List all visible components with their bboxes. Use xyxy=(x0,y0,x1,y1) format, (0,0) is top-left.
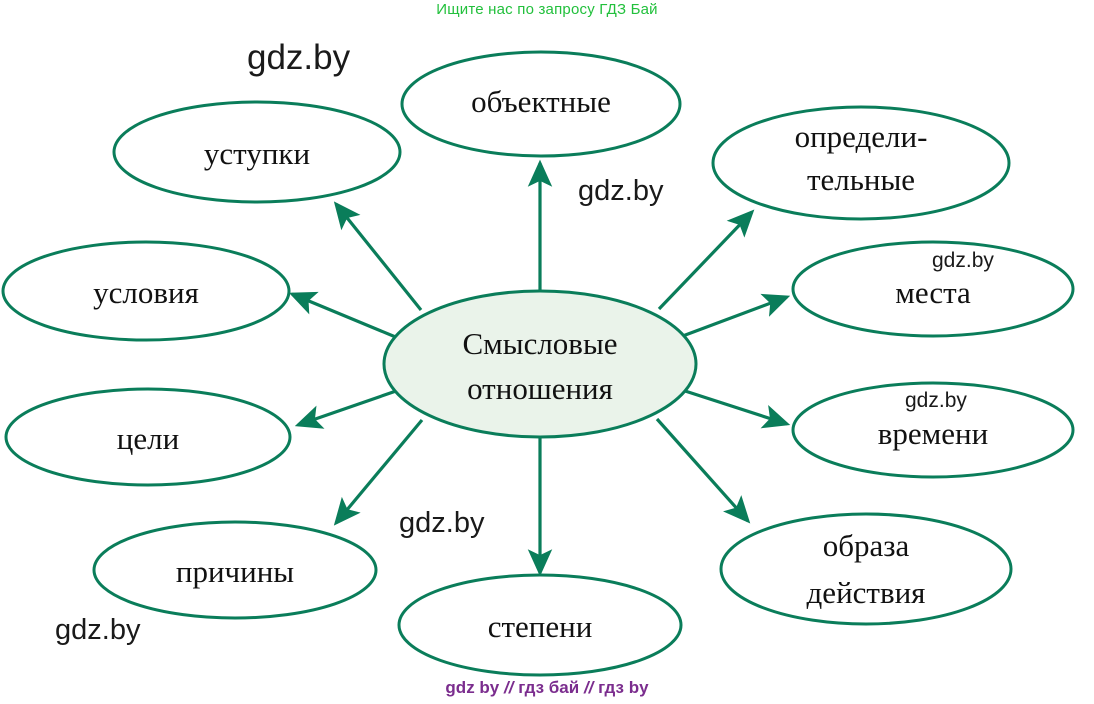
arrow-to-usloviya xyxy=(288,291,399,340)
node-mesta-label: места xyxy=(895,275,971,310)
watermark-mesta: gdz.by xyxy=(932,249,994,272)
node-opredelitelnye-label-line2: тельные xyxy=(807,162,915,197)
node-ustupki-label: уступки xyxy=(204,136,310,171)
node-obraza-label-line2: действия xyxy=(807,575,926,610)
node-stepeni-label: степени xyxy=(488,609,593,644)
node-opredelitelnye-label-line1: определи- xyxy=(795,119,928,154)
bottom-banner-left: gdz by xyxy=(445,678,500,697)
node-obraza-deystviya[interactable]: образа действия xyxy=(719,512,1013,626)
arrow-to-obraza xyxy=(655,417,751,524)
center-label-line2: отношения xyxy=(467,371,613,406)
arrow-to-opredelitelnye xyxy=(657,209,755,311)
node-opredelitelnye[interactable]: определи- тельные xyxy=(711,105,1011,221)
watermark-bottom-left: gdz.by xyxy=(55,614,141,646)
arrow-to-mesta xyxy=(679,293,791,339)
node-center[interactable]: Смысловые отношения xyxy=(382,289,698,439)
watermark-vremeni: gdz.by xyxy=(905,389,967,412)
top-banner-text: Ищите нас по запросу ГДЗ Бай xyxy=(436,1,658,18)
arrow-to-celi xyxy=(294,388,400,429)
bottom-banner-right: гдз by xyxy=(598,678,649,697)
node-mesta[interactable]: места xyxy=(791,240,1075,338)
node-prichiny[interactable]: причины xyxy=(92,520,378,620)
bottom-banner-sep-2: // xyxy=(583,678,594,697)
node-stepeni[interactable]: степени xyxy=(397,573,683,677)
node-ustupki[interactable]: уступки xyxy=(112,100,402,204)
node-obektnye[interactable]: объектные xyxy=(400,50,682,158)
node-usloviya[interactable]: условия xyxy=(1,240,291,342)
node-celi[interactable]: цели xyxy=(4,387,292,487)
connector-group xyxy=(288,159,791,577)
node-celi-label: цели xyxy=(117,421,179,456)
node-group: объектные определи- тельные места времен… xyxy=(1,50,1075,677)
bottom-banner-middle: гдз бай xyxy=(518,678,580,697)
top-banner: Ищите нас по запросу ГДЗ Бай xyxy=(0,1,1094,18)
arrow-to-vremeni xyxy=(681,388,791,429)
watermark-bottom-middle: gdz.by xyxy=(399,507,485,539)
bottom-banner: gdz by // гдз бай // гдз by xyxy=(0,678,1094,698)
node-obektnye-label: объектные xyxy=(471,84,611,119)
node-obraza-label-line1: образа xyxy=(823,528,910,563)
arrow-to-ustupki xyxy=(333,201,423,312)
center-label-line1: Смысловые xyxy=(462,326,617,361)
watermark-top-left: gdz.by xyxy=(247,38,351,77)
arrow-to-prichiny xyxy=(333,418,424,526)
bottom-banner-sep-1: // xyxy=(504,678,514,697)
node-vremeni-label: времени xyxy=(878,416,988,451)
node-usloviya-label: условия xyxy=(93,275,199,310)
watermark-top-center: gdz.by xyxy=(578,175,664,207)
node-prichiny-label: причины xyxy=(176,554,294,589)
node-vremeni[interactable]: времени xyxy=(791,381,1075,479)
